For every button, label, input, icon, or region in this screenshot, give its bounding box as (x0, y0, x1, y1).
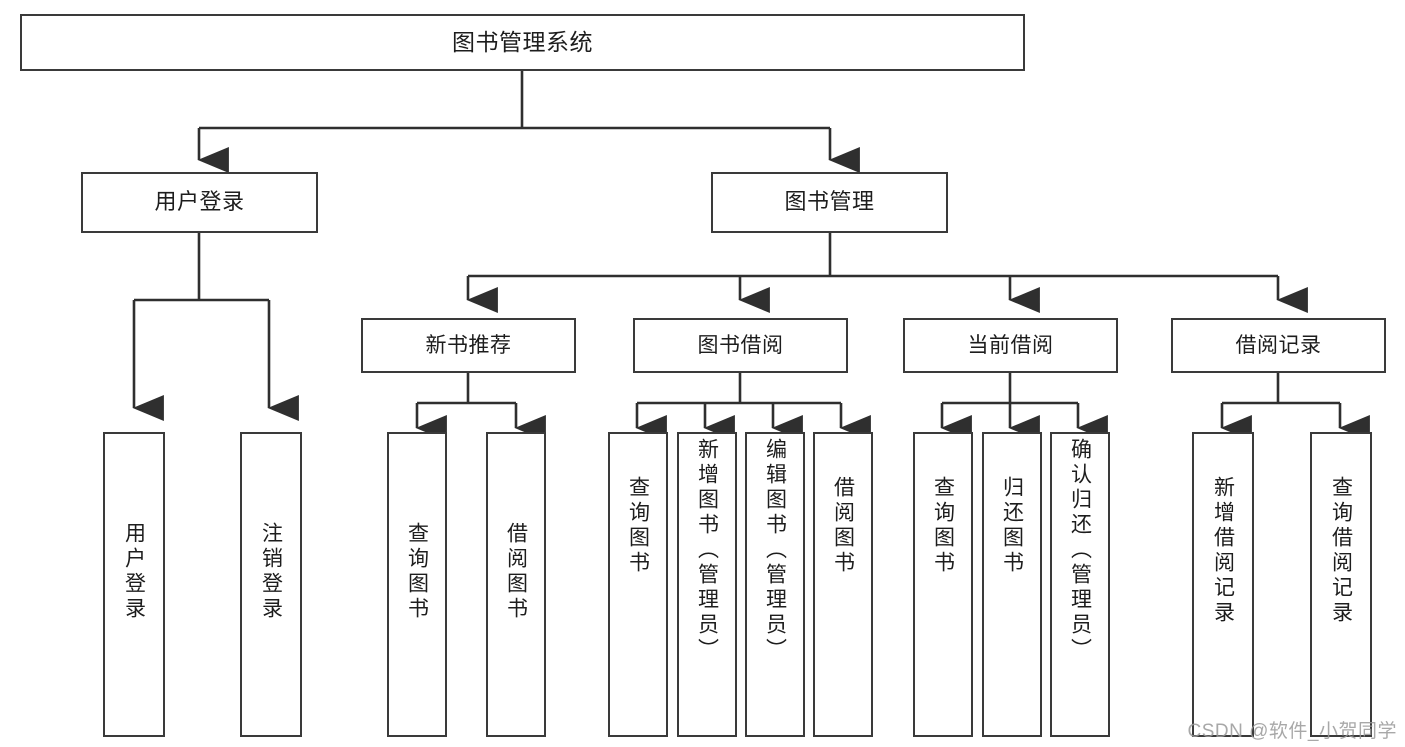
node-label: 用户登录 (122, 522, 146, 622)
node-leaf-query-book-current[interactable]: 查询图书 (913, 432, 973, 737)
node-label: 图书管理系统 (452, 28, 593, 55)
node-current-borrow[interactable]: 当前借阅 (903, 318, 1118, 373)
node-user-login[interactable]: 用户登录 (81, 172, 318, 233)
node-label: 借阅图书 (504, 522, 528, 622)
node-leaf-user-login[interactable]: 用户登录 (103, 432, 165, 737)
node-book-borrow[interactable]: 图书借阅 (633, 318, 848, 373)
node-label: 注销登录 (259, 522, 283, 622)
node-label: 借阅图书 (831, 476, 855, 576)
node-leaf-query-book-borrow[interactable]: 查询图书 (608, 432, 668, 737)
node-leaf-add-book-admin[interactable]: 新增图书（管理员） (677, 432, 737, 737)
node-label: 查询借阅记录 (1329, 476, 1353, 626)
node-label: 新增图书（管理员） (695, 438, 719, 663)
watermark: CSDN @软件_小贺同学 (1187, 721, 1397, 742)
node-label: 查询图书 (626, 476, 650, 576)
node-leaf-borrow-book[interactable]: 借阅图书 (813, 432, 873, 737)
node-label: 用户登录 (154, 189, 245, 215)
node-root-system[interactable]: 图书管理系统 (20, 14, 1025, 71)
node-book-management[interactable]: 图书管理 (711, 172, 948, 233)
node-label: 借阅记录 (1235, 333, 1322, 357)
node-label: 当前借阅 (967, 333, 1054, 357)
node-leaf-return-book[interactable]: 归还图书 (982, 432, 1042, 737)
node-leaf-confirm-return-admin[interactable]: 确认归还（管理员） (1050, 432, 1110, 737)
node-leaf-query-book-recommend[interactable]: 查询图书 (387, 432, 447, 737)
node-label: 新增借阅记录 (1211, 476, 1235, 626)
node-leaf-edit-book-admin[interactable]: 编辑图书（管理员） (745, 432, 805, 737)
node-label: 查询图书 (931, 476, 955, 576)
node-borrow-record[interactable]: 借阅记录 (1171, 318, 1386, 373)
node-leaf-user-logout[interactable]: 注销登录 (240, 432, 302, 737)
node-leaf-borrow-book-recommend[interactable]: 借阅图书 (486, 432, 546, 737)
node-new-book-recommend[interactable]: 新书推荐 (361, 318, 576, 373)
node-label: 编辑图书（管理员） (763, 438, 787, 663)
node-leaf-query-borrow-record[interactable]: 查询借阅记录 (1310, 432, 1372, 737)
node-label: 归还图书 (1000, 476, 1024, 576)
node-label: 新书推荐 (425, 333, 512, 357)
node-label: 查询图书 (405, 522, 429, 622)
node-label: 图书管理 (784, 189, 875, 215)
node-label: 确认归还（管理员） (1068, 438, 1092, 663)
node-label: 图书借阅 (697, 333, 784, 357)
node-leaf-add-borrow-record[interactable]: 新增借阅记录 (1192, 432, 1254, 737)
